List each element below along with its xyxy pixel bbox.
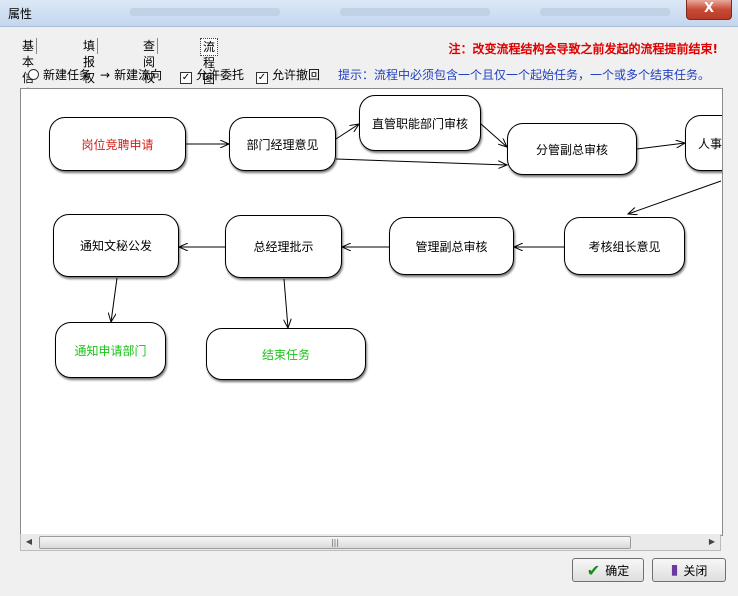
scroll-left-icon[interactable]: ◀: [25, 537, 33, 546]
flow-node-end[interactable]: 结束任务: [206, 328, 366, 380]
blurred-background-title: [540, 8, 670, 16]
flow-node[interactable]: 总经理批示: [225, 215, 342, 278]
new-flow-option[interactable]: →新建流向: [100, 66, 162, 83]
allow-delegate-checkbox[interactable]: ✓ 允许委托: [180, 66, 244, 84]
flow-node-end[interactable]: 通知申请部门: [55, 322, 166, 378]
tab-view-permission[interactable]: 查阅权限: [141, 38, 159, 101]
allow-withdraw-checkbox[interactable]: ✓ 允许撤回: [256, 66, 320, 84]
horizontal-scrollbar[interactable]: ◀ ||| ▶: [20, 534, 721, 551]
close-label: 关闭: [683, 563, 708, 578]
checkmark-icon: ✓: [256, 72, 268, 84]
tab-fill-permission[interactable]: 填报权限: [81, 38, 99, 101]
flow-node[interactable]: 分管副总审核: [507, 123, 637, 175]
new-task-option[interactable]: 新建任务: [28, 66, 91, 83]
door-exit-icon: ▮: [670, 562, 679, 578]
ok-label: 确定: [605, 563, 630, 578]
hint-text: 提示：流程中必须包含一个且仅一个起始任务，一个或多个结束任务。: [338, 68, 711, 82]
arrow-right-icon: →: [100, 68, 111, 82]
flow-node[interactable]: 直管职能部门审核: [359, 95, 481, 151]
edge-n5-n6: [628, 180, 722, 214]
tab-flowchart[interactable]: 流程图: [200, 38, 219, 86]
edge-n4-n5: [636, 143, 685, 150]
scroll-right-icon[interactable]: ▶: [708, 537, 716, 546]
flow-connectors: [21, 89, 722, 535]
window-title: 属性: [8, 7, 33, 21]
edge-n8-n11: [284, 278, 288, 328]
title-bar: 属性 X: [0, 0, 738, 27]
window-close-button[interactable]: X: [686, 0, 732, 20]
scroll-thumb[interactable]: |||: [39, 536, 631, 549]
warning-text: 注：改变流程结构会导致之前发起的流程提前结束!: [448, 42, 718, 56]
allow-delegate-label: 允许委托: [196, 68, 245, 82]
flow-node[interactable]: 部门经理意见: [229, 117, 336, 171]
checkmark-icon: ✔: [586, 560, 601, 580]
flow-node[interactable]: 通知文秘公发: [53, 214, 179, 277]
edge-n9-n10: [111, 277, 118, 322]
new-task-label: 新建任务: [43, 68, 92, 82]
checkmark-icon: ✓: [180, 72, 192, 84]
flow-node-partial[interactable]: 人事: [685, 115, 722, 171]
flow-node[interactable]: 管理副总审核: [389, 217, 514, 275]
tab-basic-info[interactable]: 基本信息: [20, 38, 38, 101]
ok-button[interactable]: ✔ 确定: [572, 558, 644, 582]
allow-withdraw-label: 允许撤回: [272, 68, 321, 82]
flowchart-canvas[interactable]: 岗位竞聘申请 部门经理意见 直管职能部门审核 分管副总审核 人事 考核组长意见 …: [20, 88, 723, 536]
blurred-background-title: [340, 8, 490, 16]
radio-icon: [28, 69, 39, 80]
edge-n3-n4: [480, 123, 507, 147]
close-button[interactable]: ▮ 关闭: [652, 558, 726, 582]
edge-n2-n4: [335, 158, 507, 165]
new-flow-label: 新建流向: [114, 68, 163, 82]
edge-n2-n3: [335, 124, 359, 140]
flow-node[interactable]: 考核组长意见: [564, 217, 685, 275]
blurred-background-title: [130, 8, 280, 16]
flow-node-start[interactable]: 岗位竞聘申请: [49, 117, 186, 171]
